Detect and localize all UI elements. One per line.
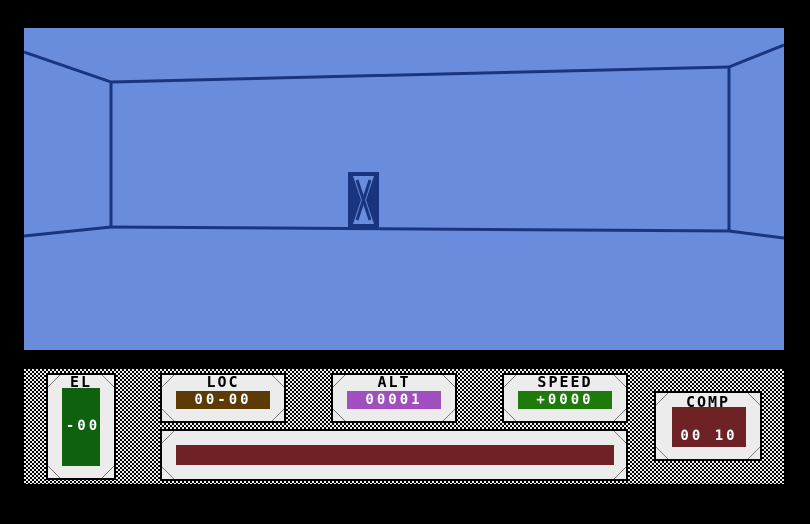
el-gauge: EL -00 <box>46 373 116 480</box>
el-label: EL <box>69 373 93 391</box>
speed-label: SPEED <box>537 373 593 391</box>
back-wall-top-edge <box>110 65 730 84</box>
comp-label: COMP <box>685 393 731 411</box>
comp-value: 00 10 <box>680 428 738 444</box>
speed-display: SPEED +0000 <box>502 373 628 423</box>
floor-edge <box>24 225 784 240</box>
right-ceiling-edge <box>728 43 784 69</box>
3d-viewport[interactable] <box>24 28 784 350</box>
energy-bar-frame <box>160 429 628 481</box>
control-panel: EL -00 LOC 00-00 ALT 00001 SPEED +0000 C… <box>24 369 784 484</box>
door-object[interactable] <box>348 172 379 228</box>
loc-value: 00-00 <box>176 391 270 409</box>
alt-value: 00001 <box>347 391 441 409</box>
loc-display: LOC 00-00 <box>160 373 286 423</box>
alt-label: ALT <box>377 373 411 391</box>
left-ceiling-edge <box>24 50 112 84</box>
room-wireframe <box>24 43 784 240</box>
loc-label: LOC <box>206 373 240 391</box>
el-value: -00 <box>65 418 101 434</box>
energy-bar <box>176 445 614 465</box>
compass-display: COMP 00 10 <box>654 391 762 461</box>
alt-display: ALT 00001 <box>331 373 457 423</box>
speed-value: +0000 <box>518 391 612 409</box>
